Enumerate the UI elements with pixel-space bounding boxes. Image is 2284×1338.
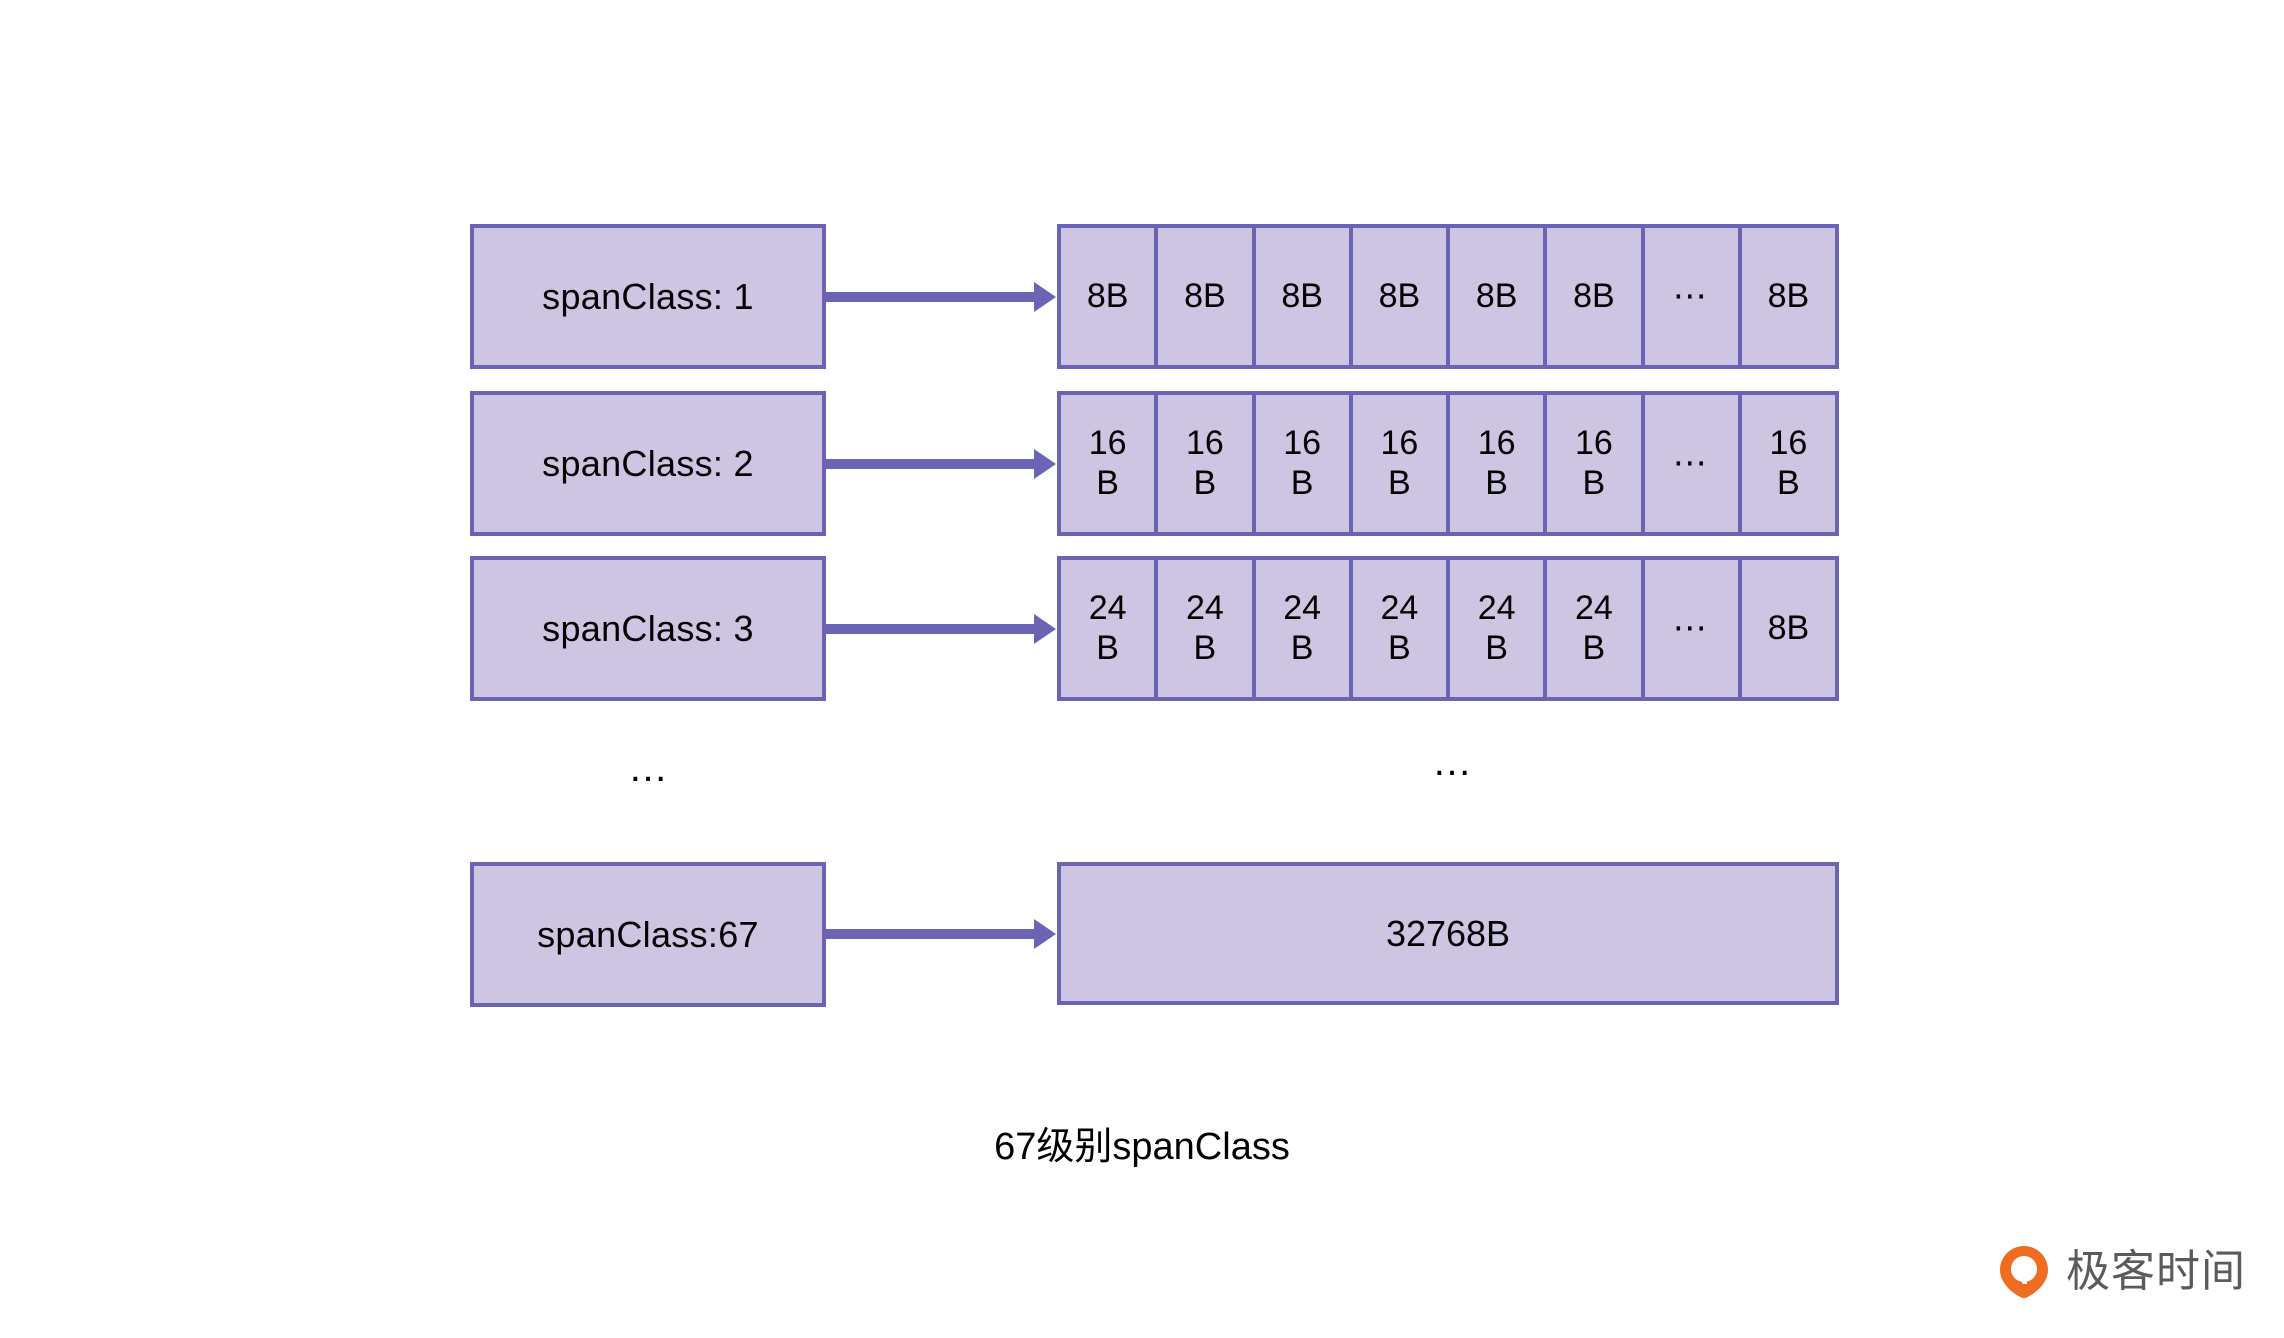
arrow-row-67 (826, 929, 1036, 939)
span-strip-1: 8B 8B 8B 8B 8B 8B ⋯ 8B (1057, 224, 1839, 369)
span-cell: 8B (1450, 228, 1548, 365)
arrow-row-2 (826, 459, 1036, 469)
span-cell: 16 B (1769, 424, 1808, 502)
span-cell: 16 B (1256, 395, 1353, 532)
span-cell: 8B (1547, 228, 1645, 365)
span-class-box-67: spanClass:67 (470, 862, 826, 1007)
span-class-box-1: spanClass: 1 (470, 224, 826, 369)
watermark: 极客时间 (1996, 1244, 2246, 1300)
span-strip-3: 24 B 24 B 24 B 24 B 24 B 24 B ⋯ 8B (1057, 556, 1839, 701)
span-class-box-3: spanClass: 3 (470, 556, 826, 701)
span-cell: 8B (1353, 228, 1450, 365)
span-block-32768: 32768B (1057, 862, 1839, 1005)
span-cell: 8B (1158, 228, 1256, 365)
watermark-text: 极客时间 (2066, 1246, 2246, 1297)
diagram-caption: 67级别spanClass (994, 1126, 1290, 1168)
span-class-label-67: spanClass:67 (537, 913, 759, 955)
geekbang-pin-icon (1996, 1244, 2052, 1300)
span-cell: 24 B (1450, 560, 1548, 697)
span-class-label-1: spanClass: 1 (542, 275, 754, 317)
span-cell-ellipsis: ⋯ (1645, 395, 1742, 532)
span-cell: 8B (1767, 276, 1810, 315)
continuation-dots-right: … (1432, 740, 1476, 784)
span-cell: 24 B (1158, 560, 1256, 697)
span-cell: 8B (1256, 228, 1353, 365)
span-cell: 16 B (1353, 395, 1450, 532)
arrow-row-1 (826, 292, 1036, 302)
span-cell: 16 B (1450, 395, 1548, 532)
continuation-dots-left: … (628, 746, 672, 790)
span-cell: 24 B (1353, 560, 1450, 697)
span-cell: 24 B (1061, 560, 1159, 697)
span-cell-ellipsis: ⋯ (1645, 228, 1742, 365)
span-cell: 16 B (1547, 395, 1645, 532)
span-cell: 16 B (1061, 395, 1159, 532)
span-class-box-2: spanClass: 2 (470, 391, 826, 536)
span-cell: 16 B (1158, 395, 1256, 532)
span-cell: 8B (1061, 228, 1159, 365)
span-cell: 24 B (1256, 560, 1353, 697)
span-class-label-2: spanClass: 2 (542, 442, 754, 484)
span-class-label-3: spanClass: 3 (542, 607, 754, 649)
arrow-row-3 (826, 624, 1036, 634)
span-cell-ellipsis: ⋯ (1645, 560, 1742, 697)
span-cell: 8B (1767, 608, 1810, 647)
span-strip-2: 16 B 16 B 16 B 16 B 16 B 16 B ⋯ 16 B (1057, 391, 1839, 536)
span-block-label: 32768B (1385, 912, 1511, 954)
span-cell: 24 B (1547, 560, 1645, 697)
